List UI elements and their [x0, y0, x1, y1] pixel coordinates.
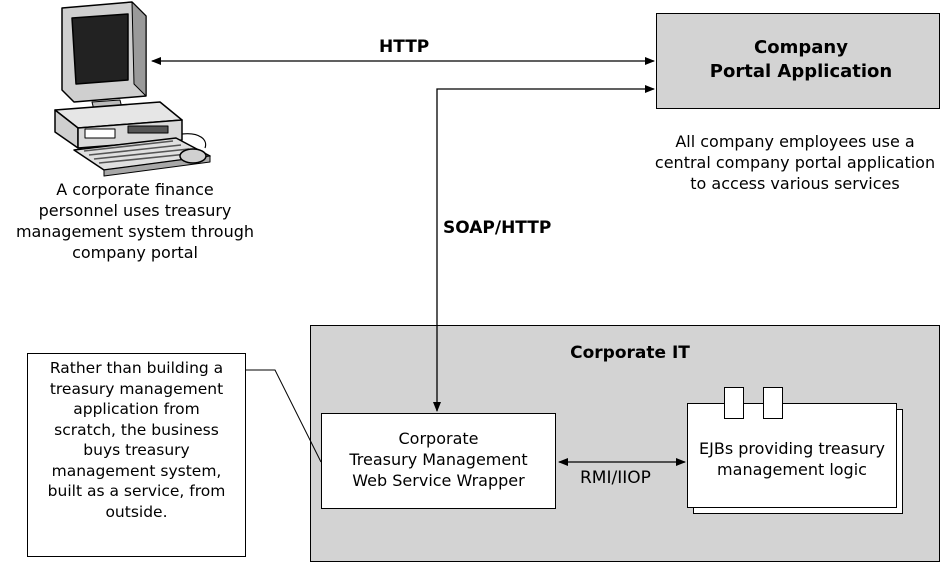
http-label: HTTP — [379, 37, 430, 57]
portal-app-title: Company Portal Application — [709, 37, 893, 82]
portal-caption: All company employees use a central comp… — [654, 132, 936, 193]
ejb-box — [687, 403, 897, 508]
wrapper-box — [321, 413, 556, 509]
note-box — [27, 353, 246, 557]
mouse — [179, 148, 207, 164]
ejb-connector-tab-right — [763, 387, 783, 419]
computer-icon — [54, 1, 211, 177]
rmi-iiop-label: RMI/IIOP — [580, 468, 651, 488]
note-text: Rather than building a treasury manageme… — [47, 359, 226, 521]
soap-http-arrow — [433, 85, 655, 412]
monitor-screen — [71, 13, 129, 85]
note-connector — [246, 369, 322, 463]
ejb-label: EJBs providing treasury management logic — [699, 439, 885, 479]
computer-caption: A corporate finance personnel uses treas… — [15, 180, 255, 262]
monitor-side — [131, 1, 147, 97]
wrapper-label: Corporate Treasury Management Web Servic… — [349, 429, 528, 490]
mouse-cable — [181, 133, 207, 149]
ejb-connector-tab-left — [724, 387, 744, 419]
